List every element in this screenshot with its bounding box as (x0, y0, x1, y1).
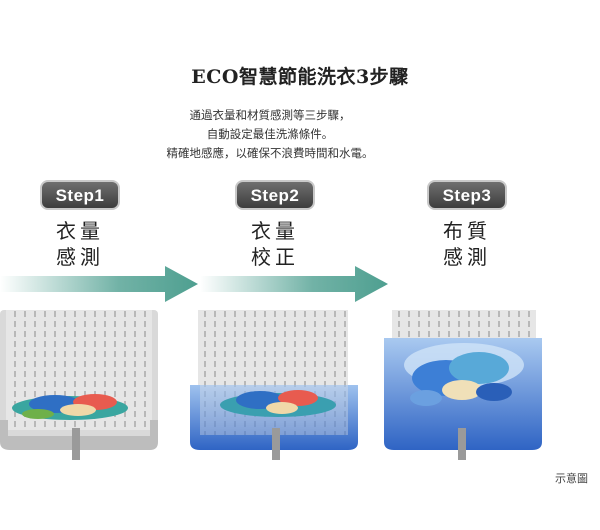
arrow-right-icon (0, 266, 198, 302)
intro-line: 精確地感應，以確保不浪費時間和水電。 (166, 146, 374, 160)
step-1-label: 衣量 感測 (5, 218, 155, 270)
intro-text: 通過衣量和材質感測等三步驟， 自動設定最佳洗滌條件。 精確地感應，以確保不浪費時… (0, 106, 540, 163)
step-2-badge: Step2 (235, 180, 315, 210)
washer-tub-dry-image (0, 310, 158, 460)
step-1: Step1 衣量 感測 (5, 180, 155, 270)
page-title: ECO智慧節能洗衣3步驟 (191, 66, 409, 88)
step-2: Step2 衣量 校正 (200, 180, 350, 270)
illustration-caption: 示意圖 (555, 472, 588, 485)
step-3: Step3 布質 感測 (392, 180, 542, 270)
washer-tub-water-image (190, 310, 358, 460)
step-2-label-line: 衣量 (251, 219, 299, 243)
step-2-label: 衣量 校正 (200, 218, 350, 270)
step-1-badge: Step1 (40, 180, 120, 210)
step-3-label-line: 感測 (443, 245, 491, 269)
arrow-right-icon (200, 266, 388, 302)
step-1-label-line: 衣量 (56, 219, 104, 243)
intro-line: 通過衣量和材質感測等三步驟， (189, 108, 351, 122)
intro-line: 自動設定最佳洗滌條件。 (206, 127, 334, 141)
step-2-label-line: 校正 (251, 245, 299, 269)
step-3-label: 布質 感測 (392, 218, 542, 270)
step-3-badge: Step3 (427, 180, 507, 210)
step-1-label-line: 感測 (56, 245, 104, 269)
step-3-label-line: 布質 (443, 219, 491, 243)
washer-tub-wash-image (384, 310, 542, 460)
